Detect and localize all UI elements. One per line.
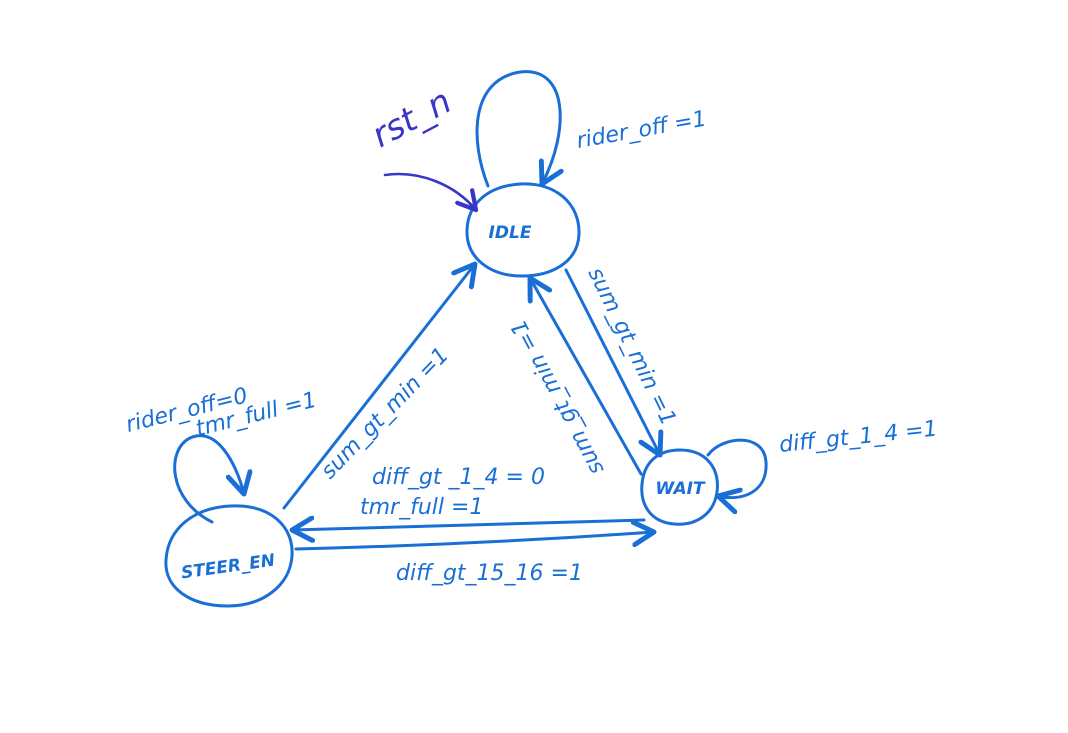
label-idle-to-wait: sum_gt_min =1 bbox=[583, 264, 681, 430]
reset-label: rst_n bbox=[365, 81, 458, 156]
transition-idle-self-loop bbox=[475, 70, 560, 188]
label-wait-to-steer-line1: diff_gt _1_4 = 0 bbox=[372, 465, 545, 490]
label-wait-to-steer-line2: tmr_full =1 bbox=[360, 495, 483, 520]
transition-wait-to-steer bbox=[292, 520, 646, 530]
label-wait-to-idle: sum_gt_min =1 bbox=[506, 315, 609, 479]
transition-idle-to-wait bbox=[564, 268, 660, 455]
transition-steer-self-loop bbox=[173, 434, 244, 524]
state-idle-label: IDLE bbox=[489, 223, 532, 243]
transition-wait-self-loop bbox=[706, 438, 768, 498]
state-steer-en-circle bbox=[164, 504, 294, 608]
label-wait-self: diff_gt_1_4 =1 bbox=[778, 416, 939, 457]
transition-steer-to-idle bbox=[282, 264, 475, 510]
label-steer-to-wait: diff_gt_15_16 =1 bbox=[396, 561, 583, 586]
state-steer-en-label: STEER_EN bbox=[180, 551, 276, 584]
transition-wait-to-idle bbox=[530, 278, 643, 476]
transition-steer-to-wait bbox=[294, 532, 654, 551]
state-wait-circle bbox=[640, 448, 719, 526]
label-idle-self: rider_off =1 bbox=[575, 106, 709, 153]
label-steer-to-idle: sum_gt_min =1 bbox=[316, 343, 454, 484]
reset-arrow bbox=[383, 172, 476, 210]
state-wait-label: WAIT bbox=[655, 479, 706, 499]
